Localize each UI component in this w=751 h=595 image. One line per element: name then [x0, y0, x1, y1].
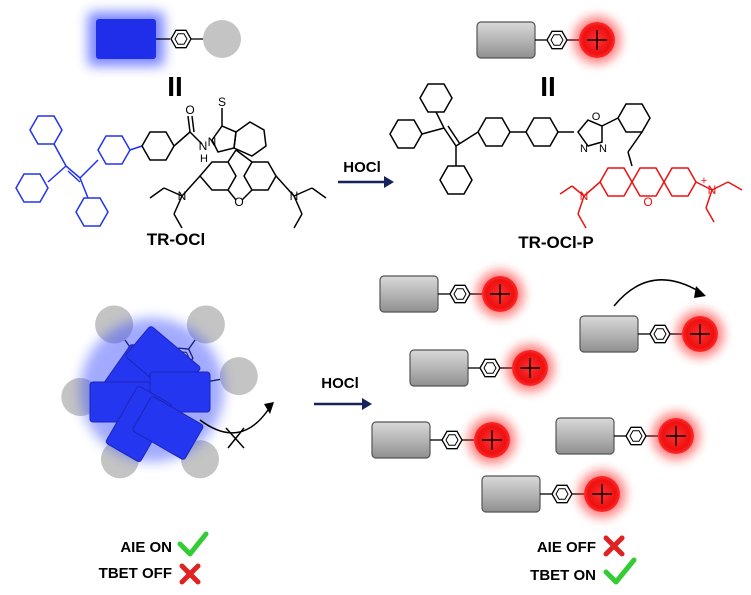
atom-n-oxa1: N: [580, 143, 588, 155]
rhodamine-unit: [559, 167, 743, 229]
aggregate-cluster: [60, 298, 261, 485]
reaction-arrow-top: [338, 176, 394, 188]
dispersed-units: [372, 270, 724, 518]
blocked-energy-transfer-arrow: [199, 402, 274, 449]
atom-o-amide: O: [185, 103, 194, 117]
atom-n-right: N: [290, 189, 299, 203]
atom-n-oxa2: N: [599, 143, 607, 155]
tbet-on-label: TBET ON: [530, 567, 596, 584]
atom-o-xanthene: O: [234, 195, 243, 209]
reagent-top: HOCl: [343, 159, 381, 176]
cross-mark-icon: [179, 563, 201, 585]
cross-mark-icon: [603, 535, 625, 557]
aie-off-label: AIE OFF: [537, 539, 596, 556]
atom-h: H: [200, 153, 208, 165]
probe-icon-blue: [88, 12, 241, 66]
atom-nh: N: [199, 139, 208, 153]
atom-s: S: [218, 95, 226, 109]
atom-n-prod-left: N: [580, 189, 589, 203]
plus-sign: +: [701, 175, 707, 187]
atom-n-left: N: [178, 189, 187, 203]
energy-transfer-arrow: [613, 279, 706, 307]
check-mark-icon: [177, 531, 209, 557]
reagent-bottom: HOCl: [321, 375, 359, 392]
atom-o-prod-xanthene: O: [643, 195, 652, 209]
atom-n1: N: [208, 135, 217, 149]
tbet-off-label: TBET OFF: [99, 565, 172, 582]
compound-start-label: TR-OCl: [147, 230, 206, 249]
tr-ocl-structure: [15, 108, 327, 229]
check-mark-icon: [603, 557, 637, 585]
equals-left: II: [167, 71, 183, 102]
atom-n-prod-right: N: [708, 183, 717, 197]
compound-product-label: TR-OCl-P: [518, 233, 594, 252]
probe-icon-red: [477, 16, 621, 64]
equals-right: II: [540, 71, 556, 102]
aie-on-label: AIE ON: [120, 539, 172, 556]
tpe-unit: [15, 115, 143, 227]
reaction-arrow-bottom: [314, 398, 372, 410]
atom-o-oxadiazole: O: [592, 111, 601, 123]
tr-ocl-p-structure: [389, 83, 651, 195]
